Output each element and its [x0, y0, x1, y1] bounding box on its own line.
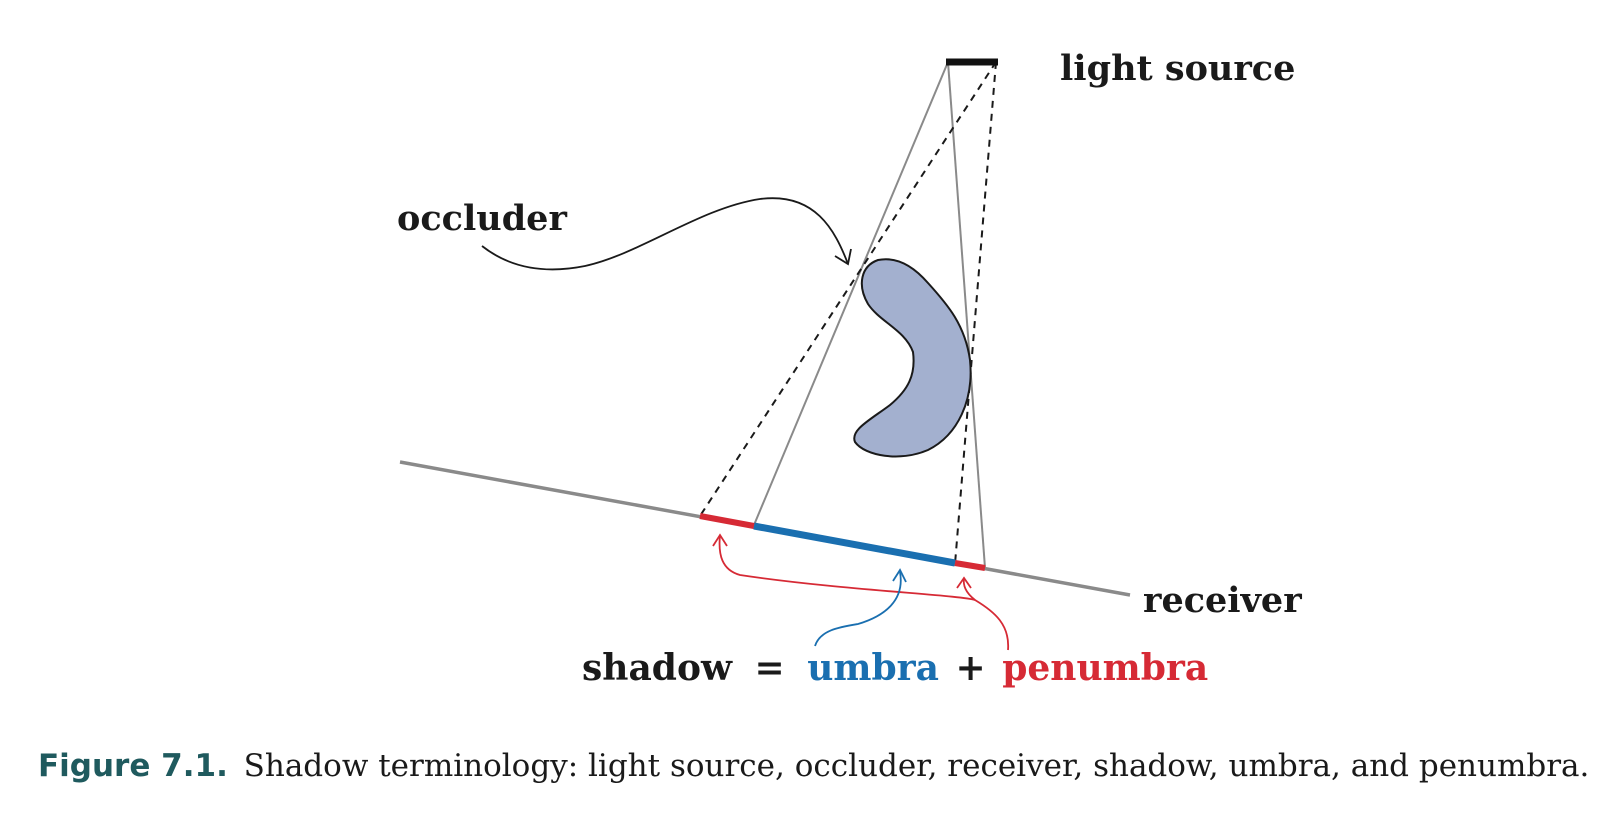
- penumbra-ray-left: [699, 61, 997, 517]
- occluder-arrowhead-icon: [834, 248, 852, 266]
- penumbra-segment-left: [699, 513, 755, 529]
- occluder-label: occluder: [397, 198, 567, 239]
- figure-caption-text: Shadow terminology: light source, occlud…: [243, 748, 1590, 784]
- occluder-shape: [853, 258, 972, 458]
- receiver-label: receiver: [1143, 580, 1302, 621]
- umbra-arrow-curve: [814, 571, 902, 647]
- umbra-arrowhead-icon: [892, 568, 907, 583]
- umbra-segment: [753, 522, 956, 567]
- penumbra-arrowhead-left-icon: [712, 533, 728, 547]
- penumbra-ray-right: [954, 61, 997, 565]
- occluder-pointer-curve: [481, 197, 849, 271]
- shadow-word: shadow: [582, 647, 733, 689]
- shadow-equation: shadow = umbra + penumbra: [582, 647, 1208, 689]
- penumbra-segment-right: [954, 560, 986, 571]
- figure-caption: Figure 7.1. Shadow terminology: light so…: [38, 748, 1598, 784]
- figure-number: Figure 7.1.: [38, 748, 228, 784]
- penumbra-arrow-curve: [718, 534, 1009, 651]
- umbra-ray-right: [947, 61, 986, 569]
- penumbra-word: penumbra: [1002, 647, 1208, 689]
- umbra-ray-left: [753, 61, 949, 526]
- plus-sign: +: [956, 647, 986, 689]
- umbra-word: umbra: [807, 647, 939, 689]
- equals-sign: =: [755, 647, 785, 689]
- penumbra-arrowhead-right-icon: [956, 576, 972, 589]
- light-source-label: light source: [1060, 48, 1295, 89]
